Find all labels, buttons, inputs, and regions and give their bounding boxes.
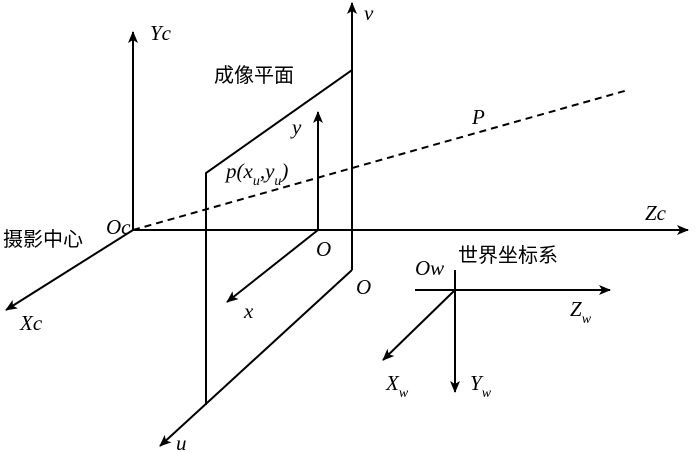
camera-center-label: 摄影中心 xyxy=(3,227,83,251)
ow-label: Ow xyxy=(415,256,444,280)
p-world-label: P xyxy=(471,105,485,129)
x-label: x xyxy=(243,299,254,323)
p-image-point-label: p(xu,yu) xyxy=(224,159,288,189)
v-label: v xyxy=(364,1,374,25)
o-corner-label: O xyxy=(356,275,371,299)
projection-ray xyxy=(132,89,629,231)
xc-axis xyxy=(5,229,134,311)
u-axis xyxy=(159,269,353,447)
yc-label: Yc xyxy=(150,21,172,45)
oc-label: Oc xyxy=(106,215,131,239)
zc-label: Zc xyxy=(645,201,667,225)
xc-label: Xc xyxy=(19,311,43,335)
image-plane-label: 成像平面 xyxy=(214,63,294,87)
zw-label: Zw xyxy=(570,297,592,327)
x-image-axis xyxy=(226,229,319,303)
y-label: y xyxy=(290,115,302,139)
u-label: u xyxy=(176,431,187,452)
xw-label: Xw xyxy=(385,371,409,401)
world-coord-label: 世界坐标系 xyxy=(458,243,558,267)
o-center-label: O xyxy=(316,237,331,261)
xw-axis xyxy=(382,289,456,361)
yw-label: Yw xyxy=(470,371,492,401)
